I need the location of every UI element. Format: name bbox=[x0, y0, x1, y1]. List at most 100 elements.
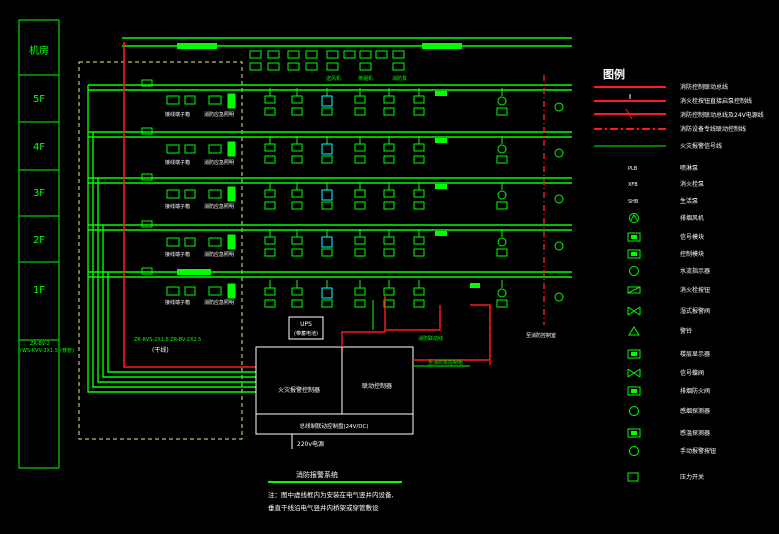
legend-symbol-label: 信号蝶阀 bbox=[680, 369, 704, 377]
legend-line-label: 消火栓按钮直接启泵控制线 bbox=[680, 97, 752, 105]
right-endpoints bbox=[554, 102, 564, 302]
legend-symbol-label: 消火栓泵 bbox=[680, 180, 704, 188]
floor-device bbox=[496, 229, 508, 257]
ups-box bbox=[288, 316, 324, 340]
fire-damper-icon: 排烟防火阀 bbox=[627, 386, 710, 396]
svg-text:消防应急照明: 消防应急照明 bbox=[204, 299, 234, 306]
legend-symbol-label: 控制模块 bbox=[680, 250, 704, 258]
floor-device bbox=[413, 229, 425, 257]
svg-text:排烟机: 排烟机 bbox=[358, 75, 373, 82]
manual-call-icon: 手动报警按钮 bbox=[629, 446, 716, 456]
floor-label-4f: 4F bbox=[33, 142, 45, 153]
floor-device bbox=[496, 182, 508, 210]
left-row-labels: 接线端子箱消防应急照明 接线端子箱消防应急照明 接线端子箱消防应急照明 接线端子… bbox=[165, 111, 234, 306]
fan-icon: 排烟风机 bbox=[629, 213, 704, 223]
note-line-2: 垂直干线沿电气竖井内桥架或穿管敷设 bbox=[268, 503, 379, 512]
floor-device bbox=[496, 136, 508, 164]
main-cable-label: (干线) bbox=[152, 346, 169, 354]
legend-symbol-label: 排烟风机 bbox=[680, 214, 704, 222]
floor-device bbox=[354, 182, 366, 210]
console-label: 总线制联动控制盘(24V/DC) bbox=[300, 422, 369, 430]
bell-icon: 警铃 bbox=[628, 326, 692, 336]
legend-symbol-label: 手动报警按钮 bbox=[680, 447, 716, 455]
floor-device bbox=[496, 88, 508, 116]
ups-label: UPS bbox=[300, 321, 312, 328]
legend-line-item: 消防设备专线联动控制线 bbox=[594, 125, 746, 133]
top-row-labels: 送风机 排烟机 消防泵 bbox=[326, 75, 407, 82]
hydrant-button-icon: 消火栓按钮 bbox=[627, 286, 710, 294]
legend-symbol-label: 警铃 bbox=[680, 327, 692, 335]
floor-device bbox=[291, 229, 303, 257]
svg-text:接线端子箱: 接线端子箱 bbox=[165, 159, 190, 166]
floor-device bbox=[383, 182, 395, 210]
floor-device bbox=[291, 88, 303, 116]
floor-device bbox=[321, 88, 333, 116]
ups-sub-label: (带蓄电池) bbox=[294, 330, 318, 337]
floor-buses bbox=[88, 37, 572, 278]
legend-symbol-label: 感烟探测器 bbox=[680, 407, 710, 415]
svg-text:消防应急照明: 消防应急照明 bbox=[204, 203, 234, 210]
floor-device bbox=[413, 182, 425, 210]
floor-label-5f: 5F bbox=[33, 94, 45, 105]
floor-device bbox=[291, 182, 303, 210]
floor-device bbox=[413, 88, 425, 116]
legend-line-label: 消防设备专线联动控制线 bbox=[680, 125, 746, 133]
right-feed-label: 消防联动线 bbox=[418, 335, 443, 342]
svg-text:接线端子箱: 接线端子箱 bbox=[165, 203, 190, 210]
floor-device bbox=[264, 229, 276, 257]
electrical-shaft-box bbox=[78, 61, 243, 440]
floor-device bbox=[264, 136, 276, 164]
floor-device bbox=[383, 136, 395, 164]
legend-code-item: XFB 消火栓泵 bbox=[628, 180, 704, 188]
system-title: 消防报警系统 bbox=[296, 470, 338, 479]
legend-symbol-code: XFB bbox=[628, 182, 638, 188]
floor-device bbox=[321, 182, 333, 210]
note-line-1: 注：图中虚线框内为安装在电气竖井内设备, bbox=[268, 490, 394, 499]
svg-text:接线端子箱: 接线端子箱 bbox=[165, 251, 190, 258]
floor-device bbox=[354, 88, 366, 116]
floor-device bbox=[383, 88, 395, 116]
svg-text:消防应急照明: 消防应急照明 bbox=[204, 159, 234, 166]
riser-left-label: ZR-BV-2 bbox=[30, 341, 50, 347]
alarm-valve-icon: 湿式报警阀 bbox=[627, 306, 710, 316]
floor-device bbox=[496, 280, 508, 308]
floor-device bbox=[264, 280, 276, 308]
controller-right-label: 联动控制器 bbox=[362, 382, 392, 390]
legend-line-items: 消防控制联动总线消火栓按钮直接启泵控制线消防控制联动总线及24V电源线消防设备专… bbox=[594, 83, 764, 150]
floor-devices bbox=[264, 88, 508, 308]
floor-labels: 机房 5F 4F 3F 2F 1F bbox=[29, 44, 49, 296]
floor-label-3f: 3F bbox=[33, 188, 45, 199]
floor-label-machine-room: 机房 bbox=[29, 44, 49, 57]
riser-left-label-2: (WS-KVV-2X1.5)(穿管) bbox=[20, 347, 74, 354]
svg-text:接线端子箱: 接线端子箱 bbox=[165, 111, 190, 118]
legend-line-item: 消防控制联动总线 bbox=[594, 83, 728, 91]
far-right-label: 至消防控制室 bbox=[526, 332, 556, 339]
floor-device bbox=[321, 229, 333, 257]
legend-symbol-label: 喷淋泵 bbox=[680, 164, 698, 172]
green-control-links bbox=[372, 300, 470, 367]
floor-device bbox=[383, 229, 395, 257]
floor-device bbox=[264, 182, 276, 210]
floor-device bbox=[413, 280, 425, 308]
svg-text:送风机: 送风机 bbox=[326, 75, 341, 82]
power-label: 220v电源 bbox=[297, 440, 324, 448]
legend-line-label: 消防控制联动总线及24V电源线 bbox=[680, 111, 764, 119]
floor-device bbox=[291, 280, 303, 308]
floor-label-1f: 1F bbox=[33, 285, 45, 296]
heat-detector-icon: 感温探测器 bbox=[627, 428, 710, 438]
legend-symbol-label: 生活泵 bbox=[680, 197, 698, 205]
left-risers bbox=[87, 85, 256, 393]
legend-line-item: 消防控制联动总线及24V电源线 bbox=[594, 108, 764, 120]
red-control-links bbox=[341, 295, 491, 365]
legend-title: 图例 bbox=[603, 67, 625, 81]
smoke-detector-icon: 感烟探测器 bbox=[629, 406, 710, 416]
legend-line-item: 火灾报警信号线 bbox=[594, 142, 722, 150]
legend-symbol-label: 水流指示器 bbox=[680, 267, 710, 275]
console-box bbox=[255, 413, 414, 435]
floor-column bbox=[18, 19, 60, 469]
main-red-feed bbox=[123, 340, 256, 368]
svg-text:接线端子箱: 接线端子箱 bbox=[165, 299, 190, 306]
